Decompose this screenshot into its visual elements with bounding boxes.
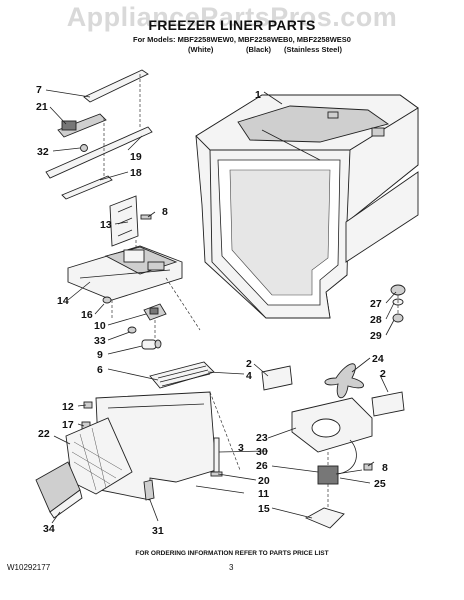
callout-17: 17 — [62, 419, 74, 431]
callout-28: 28 — [370, 314, 382, 326]
callout-7: 7 — [36, 84, 42, 96]
mid-bracket — [109, 195, 152, 248]
callout-19: 19 — [130, 151, 142, 163]
callout-16: 16 — [81, 309, 93, 321]
callout-27: 27 — [370, 298, 382, 310]
callout-1: 1 — [255, 89, 261, 101]
models-line: For Models: MBF2258WEW0, MBF2258WEB0, MB… — [133, 35, 351, 44]
callout-31: 31 — [152, 525, 164, 537]
callout-9: 9 — [97, 349, 103, 361]
variant-black: (Black) — [246, 45, 272, 54]
callout-25: 25 — [374, 478, 386, 490]
callout-29: 29 — [370, 330, 382, 342]
callout-11: 11 — [258, 488, 269, 500]
callout-8-lower: 8 — [382, 462, 388, 474]
callout-15: 15 — [258, 503, 270, 515]
callout-34: 34 — [43, 523, 55, 535]
callout-32: 32 — [37, 146, 49, 158]
callout-18: 18 — [130, 167, 142, 179]
variant-white: (White) — [188, 45, 214, 54]
ordering-note: FOR ORDERING INFORMATION REFER TO PARTS … — [135, 550, 329, 557]
callout-3: 3 — [238, 442, 244, 454]
callout-2-right: 2 — [380, 368, 386, 380]
callout-8-upper: 8 — [162, 206, 168, 218]
freezer-liner — [195, 94, 419, 319]
lower-left-parts — [35, 401, 133, 519]
leader-lines — [45, 89, 397, 524]
callout-21: 21 — [36, 101, 48, 113]
callout-24: 24 — [372, 353, 384, 365]
watermark-logo: AppliancePartsPros.com — [66, 2, 398, 32]
control-housing-tray — [67, 245, 201, 331]
callout-12: 12 — [62, 401, 74, 413]
callout-22: 22 — [38, 428, 50, 440]
callout-14: 14 — [57, 295, 69, 307]
diagram-title: FREEZER LINER PARTS — [148, 17, 316, 33]
vent-grille — [149, 361, 215, 389]
callout-30: 30 — [256, 446, 268, 458]
callout-26: 26 — [256, 460, 268, 472]
callout-20: 20 — [258, 475, 270, 487]
callout-13: 13 — [100, 219, 112, 231]
damper-stack — [390, 284, 406, 323]
document-number: W10292177 — [7, 563, 51, 572]
callout-6: 6 — [97, 364, 103, 376]
fan-motor-assembly — [261, 363, 405, 529]
sensor-knob-parts — [102, 296, 167, 350]
callout-numbers: 1 2 2 3 4 6 7 8 8 9 10 11 12 13 14 15 16… — [36, 84, 388, 537]
variant-stainless: (Stainless Steel) — [284, 45, 342, 54]
callout-2-left: 2 — [246, 358, 252, 370]
page-number: 3 — [229, 563, 234, 572]
callout-4: 4 — [246, 370, 252, 382]
callout-33: 33 — [94, 335, 106, 347]
upper-rail-assemblies — [45, 69, 153, 200]
callout-23: 23 — [256, 432, 268, 444]
thermistor-and-clip — [143, 437, 223, 501]
callout-10: 10 — [94, 320, 106, 332]
